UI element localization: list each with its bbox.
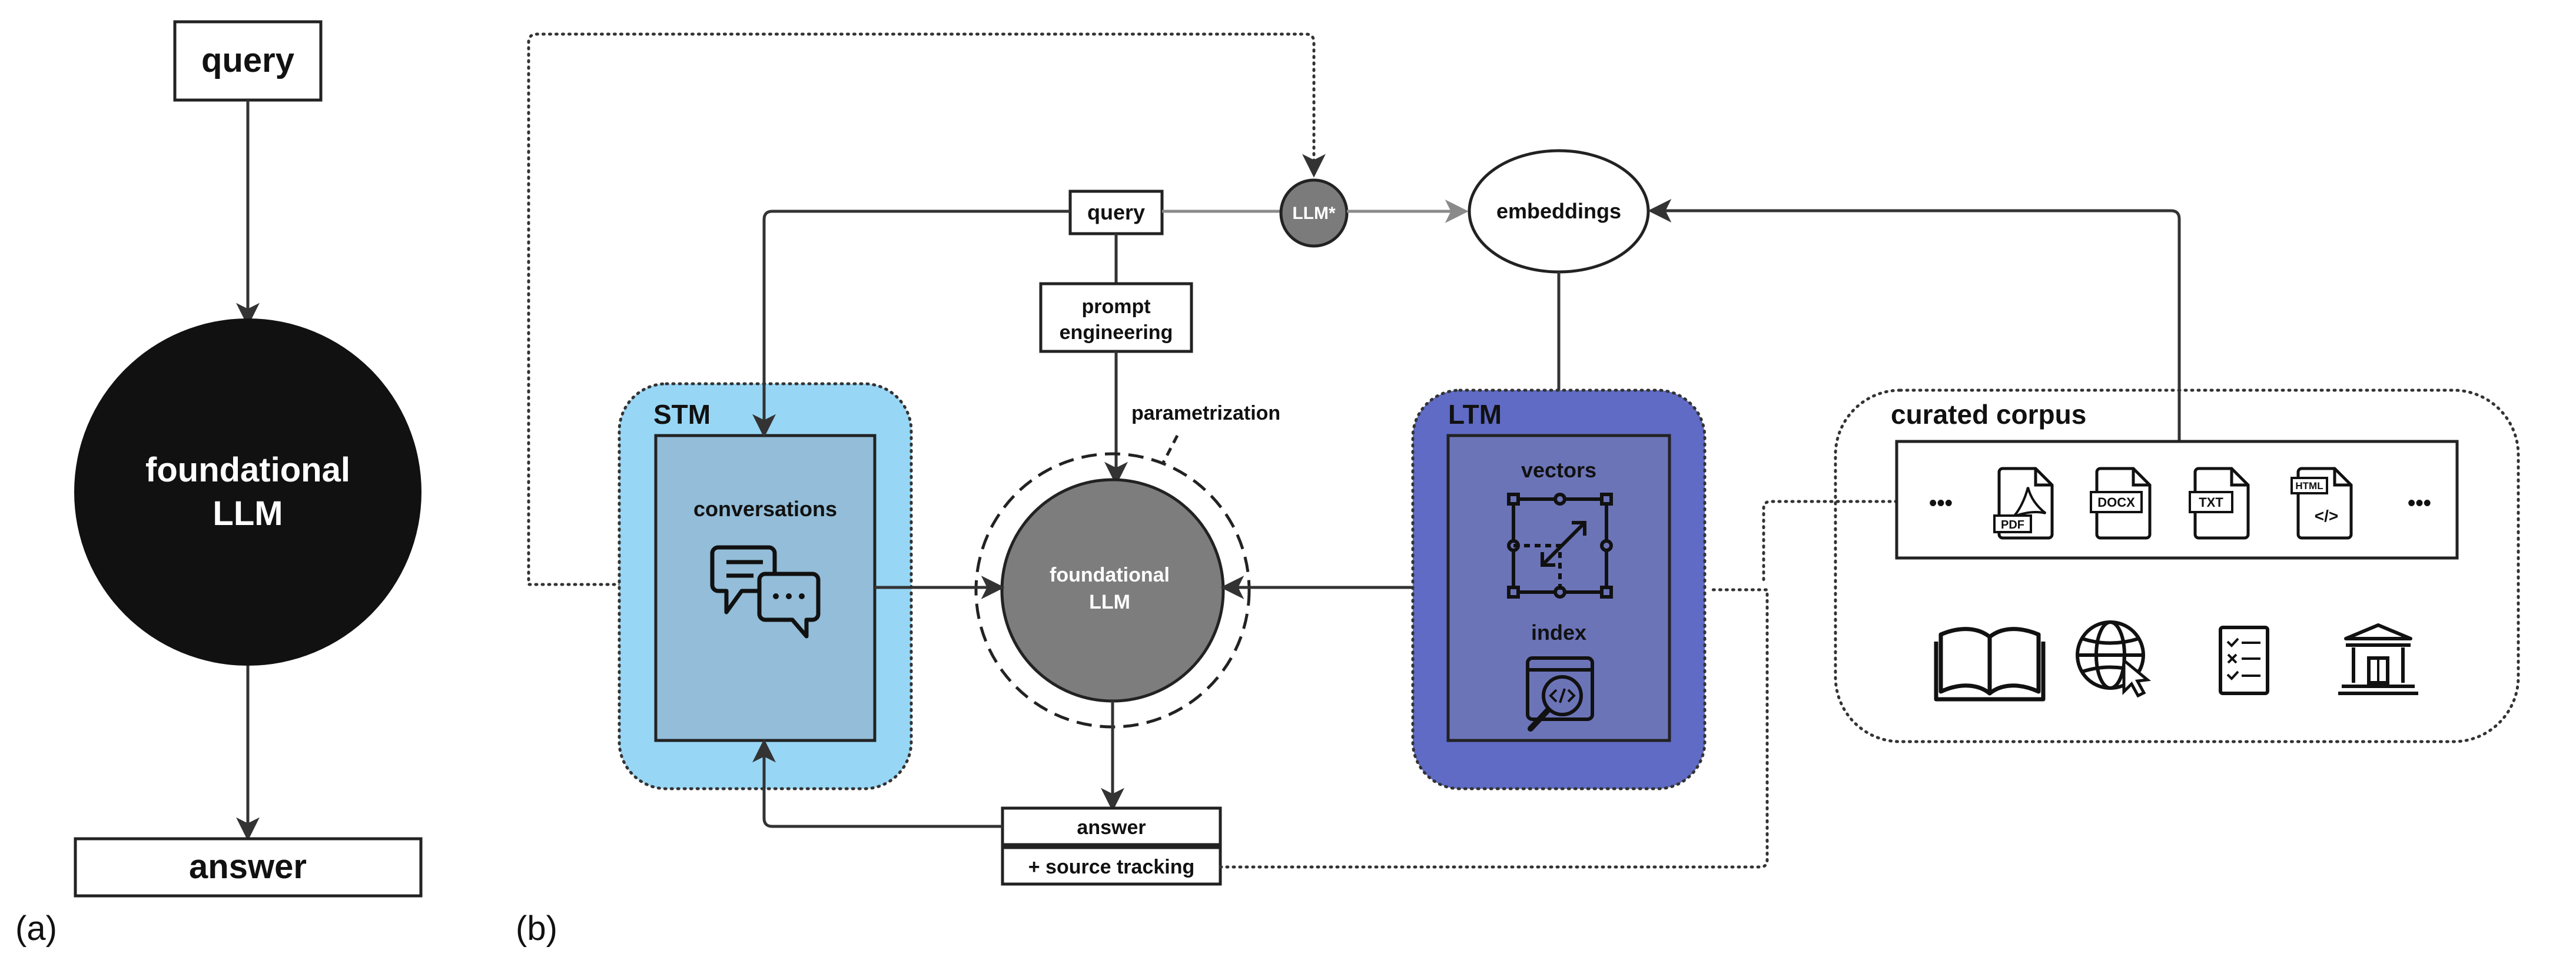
pdf-file-icon <box>1993 467 2054 540</box>
corpus-ellipsis-left: ••• <box>1929 491 1953 516</box>
b-arrow-corpus-embeddings <box>1648 199 2181 440</box>
b-panel-label: (b) <box>516 909 557 948</box>
ltm-title: LTM <box>1448 399 1502 430</box>
conversations-label: conversations <box>693 497 837 521</box>
a-query-label: query <box>201 41 294 79</box>
index-search-icon <box>1526 656 1594 732</box>
vectors-label: vectors <box>1521 458 1596 482</box>
curated-corpus-container <box>1834 388 2520 743</box>
llm-star-node <box>1279 178 1349 248</box>
html-code-label: </> <box>2315 507 2338 525</box>
b-answer-label: answer <box>1077 816 1146 839</box>
prompt-engineering-box <box>1039 282 1193 353</box>
a-llm-label-1: foundational <box>145 451 350 489</box>
parametrization-label: parametrization <box>1131 402 1280 424</box>
source-tracking-box <box>1001 846 1222 886</box>
b-dotted-source-tracking <box>1219 588 1769 869</box>
chat-bubbles-icon <box>710 545 821 639</box>
a-llm-label-2: LLM <box>213 494 283 533</box>
b-query-label: query <box>1087 200 1145 224</box>
html-file-icon <box>2290 467 2353 540</box>
b-dotted-corpus-ltm <box>1762 500 1898 584</box>
open-book-icon <box>1934 627 2046 702</box>
html-label: HTML <box>2295 480 2323 491</box>
prompt-label-2: engineering <box>1060 321 1173 344</box>
txt-label: TXT <box>2199 495 2223 510</box>
b-foundational-llm <box>1000 478 1225 703</box>
a-query-box <box>173 20 323 102</box>
checklist-icon <box>2219 626 2269 695</box>
pdf-label: PDF <box>2001 519 2024 532</box>
a-answer-box <box>74 837 423 898</box>
institution-icon <box>2338 623 2418 695</box>
a-panel-label: (a) <box>15 909 57 948</box>
txt-file-icon <box>2189 467 2250 540</box>
stm-title: STM <box>653 399 711 430</box>
prompt-label-1: prompt <box>1081 295 1150 318</box>
llm-star-label: LLM* <box>1292 204 1336 223</box>
source-tracking-label: + source tracking <box>1028 856 1195 878</box>
vector-transform-icon <box>1507 493 1613 599</box>
corpus-title: curated corpus <box>1891 399 2086 430</box>
index-label: index <box>1531 620 1586 645</box>
panel-a: query foundational LLM answer (a) <box>15 20 423 948</box>
b-arrow-query-stm <box>752 210 1070 438</box>
globe-cursor-icon <box>2076 620 2152 698</box>
b-arrow-answer-stm <box>752 739 1002 828</box>
b-dotted-loop-stm-llmstar <box>527 32 1326 586</box>
panel-b: STM conversations query LLM* embeddings <box>516 32 2520 948</box>
b-core-label-2: LLM <box>1089 591 1130 613</box>
b-core-label-1: foundational <box>1050 564 1170 586</box>
a-answer-label: answer <box>189 848 307 886</box>
a-foundational-llm <box>74 318 421 666</box>
docx-file-icon <box>2090 467 2152 540</box>
docx-label: DOCX <box>2097 495 2135 510</box>
file-formats-box <box>1895 440 2459 560</box>
embeddings-label: embeddings <box>1496 199 1621 223</box>
corpus-ellipsis-right: ••• <box>2408 491 2431 516</box>
parametrization-pointer <box>1161 434 1179 465</box>
